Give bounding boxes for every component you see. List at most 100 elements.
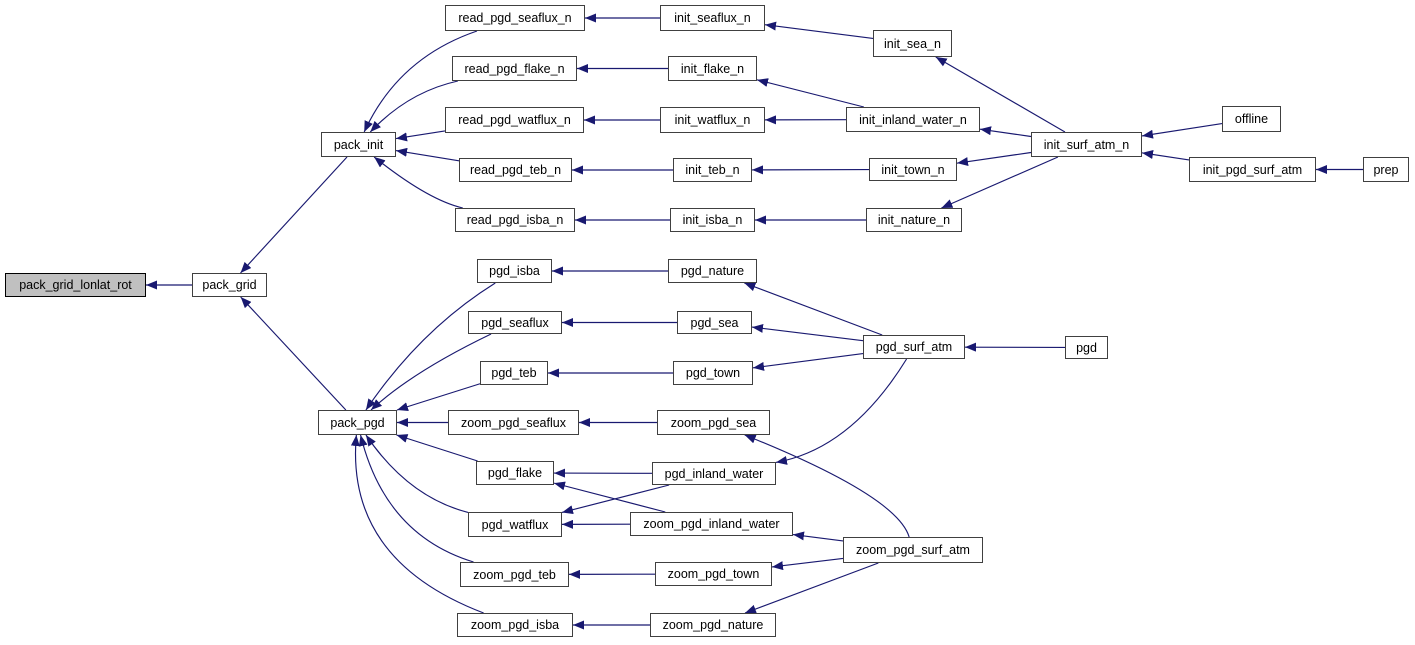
edge-pgd_surf_atm-pgd_inland_water [775, 358, 908, 465]
node-read_pgd_watflux_n[interactable]: read_pgd_watflux_n [445, 107, 584, 133]
node-init_town_n[interactable]: init_town_n [869, 158, 957, 181]
edge-pgd_surf_atm-pgd_town [752, 353, 864, 371]
node-pack_init[interactable]: pack_init [321, 132, 396, 157]
graph-node-label: pgd_teb [491, 366, 537, 380]
graph-node-label: pgd_sea [690, 315, 739, 330]
node-read_pgd_seaflux_n[interactable]: read_pgd_seaflux_n [445, 5, 585, 31]
edge-pgd_isba-pack_pgd [365, 282, 496, 411]
node-pack_grid[interactable]: pack_grid [192, 273, 267, 297]
edge-zoom_pgd_surf_atm-zoom_pgd_inland_water [792, 531, 844, 542]
graph-node-label: init_surf_atm_n [1043, 137, 1130, 152]
edge-pgd_flake-pack_pgd [396, 434, 478, 462]
node-pgd_watflux[interactable]: pgd_watflux [468, 512, 562, 537]
graph-node-label: init_watflux_n [674, 113, 751, 127]
graph-node-label: zoom_pgd_nature [662, 618, 764, 632]
graph-node-label: zoom_pgd_surf_atm [856, 543, 970, 557]
node-zoom_pgd_teb[interactable]: zoom_pgd_teb [460, 562, 569, 587]
node-zoom_pgd_isba[interactable]: zoom_pgd_isba [457, 613, 573, 637]
node-init_seaflux_n[interactable]: init_seaflux_n [660, 5, 765, 31]
edge-pgd_surf_atm-pgd_sea [751, 323, 864, 342]
node-pgd[interactable]: pgd [1065, 336, 1108, 359]
graph-node-label: zoom_pgd_seaflux [461, 415, 566, 430]
edge-pgd_watflux-pack_pgd [365, 434, 469, 513]
graph-node-label: pgd_flake [487, 466, 543, 480]
node-zoom_pgd_inland_water[interactable]: zoom_pgd_inland_water [630, 512, 793, 536]
node-pgd_sea[interactable]: pgd_sea [677, 311, 752, 334]
node-init_pgd_surf_atm[interactable]: init_pgd_surf_atm [1189, 157, 1316, 182]
edge-read_pgd_isba_n-pack_init [373, 156, 463, 209]
graph-node-label: pgd_watflux [481, 517, 549, 532]
node-prep[interactable]: prep [1363, 157, 1409, 182]
graph-node-label: prep [1373, 162, 1399, 177]
edge-pack_init-pack_grid [240, 156, 348, 274]
node-zoom_pgd_seaflux[interactable]: zoom_pgd_seaflux [448, 410, 579, 435]
node-init_isba_n[interactable]: init_isba_n [670, 208, 755, 232]
edge-init_inland_water_n-init_flake_n [756, 78, 864, 108]
graph-node-label: zoom_pgd_inland_water [643, 517, 780, 531]
graph-node-label: read_pgd_seaflux_n [458, 11, 572, 25]
graph-node-label: zoom_pgd_isba [470, 618, 560, 632]
graph-node-label: pgd_isba [489, 264, 540, 278]
node-pgd_town[interactable]: pgd_town [673, 361, 753, 385]
edge-zoom_pgd_surf_atm-zoom_pgd_town [771, 557, 844, 571]
node-offline[interactable]: offline [1222, 106, 1281, 132]
node-zoom_pgd_surf_atm[interactable]: zoom_pgd_surf_atm [843, 537, 983, 563]
node-pgd_seaflux[interactable]: pgd_seaflux [468, 311, 562, 334]
graph-node-label: read_pgd_flake_n [464, 61, 565, 76]
graph-node-label: offline [1234, 112, 1269, 126]
edge-zoom_pgd_inland_water-pgd_flake [553, 481, 666, 513]
node-pgd_teb[interactable]: pgd_teb [480, 361, 548, 385]
node-pack_pgd[interactable]: pack_pgd [318, 410, 397, 435]
graph-node-label: pack_grid [202, 278, 257, 292]
edge-pack_pgd-pack_grid [240, 296, 347, 411]
node-pgd_nature[interactable]: pgd_nature [668, 259, 757, 283]
graph-node-label: pack_grid_lonlat_rot [19, 278, 132, 292]
node-zoom_pgd_town[interactable]: zoom_pgd_town [655, 562, 772, 586]
node-init_sea_n[interactable]: init_sea_n [873, 30, 952, 57]
graph-node-label: init_isba_n [682, 213, 743, 227]
edge-init_surf_atm_n-init_nature_n [941, 156, 1059, 209]
edge-init_surf_atm_n-init_town_n [956, 151, 1032, 167]
node-init_watflux_n[interactable]: init_watflux_n [660, 107, 765, 133]
edge-init_pgd_surf_atm-init_surf_atm_n [1141, 150, 1190, 161]
graph-node-label: init_nature_n [877, 213, 951, 227]
graph-node-label: read_pgd_teb_n [469, 163, 562, 177]
graph-node-label: pgd_inland_water [664, 466, 764, 481]
node-init_inland_water_n[interactable]: init_inland_water_n [846, 107, 980, 132]
edge-read_pgd_watflux_n-pack_init [395, 130, 446, 142]
node-read_pgd_teb_n[interactable]: read_pgd_teb_n [459, 158, 572, 182]
graph-node-label: init_pgd_surf_atm [1202, 162, 1303, 177]
node-pgd_inland_water[interactable]: pgd_inland_water [652, 462, 776, 485]
node-pgd_surf_atm[interactable]: pgd_surf_atm [863, 335, 965, 359]
node-init_nature_n[interactable]: init_nature_n [866, 208, 962, 232]
node-zoom_pgd_sea[interactable]: zoom_pgd_sea [657, 410, 770, 435]
edge-pgd_inland_water-pgd_watflux [561, 484, 670, 515]
node-pgd_isba[interactable]: pgd_isba [477, 259, 552, 283]
graph-node-label: pack_init [333, 137, 384, 152]
graph-node-label: pgd_town [685, 366, 741, 380]
edge-pgd_seaflux-pack_pgd [370, 333, 492, 411]
node-read_pgd_isba_n[interactable]: read_pgd_isba_n [455, 208, 575, 232]
edge-pgd_teb-pack_pgd [396, 383, 481, 411]
graph-node-label: pgd [1076, 340, 1097, 355]
edge-init_surf_atm_n-init_inland_water_n [979, 126, 1032, 138]
graph-node-label: pgd_nature [680, 264, 745, 278]
node-init_flake_n[interactable]: init_flake_n [668, 56, 757, 81]
graph-node-label: zoom_pgd_teb [473, 567, 556, 582]
node-read_pgd_flake_n[interactable]: read_pgd_flake_n [452, 56, 577, 81]
edge-pgd_surf_atm-pgd_nature [744, 282, 883, 336]
graph-node-label: init_town_n [881, 162, 945, 177]
graph-node-label: init_teb_n [685, 163, 740, 177]
graph-node-label: read_pgd_watflux_n [458, 113, 571, 127]
node-pack_grid_lonlat_rot[interactable]: pack_grid_lonlat_rot [5, 273, 146, 297]
node-init_teb_n[interactable]: init_teb_n [673, 158, 752, 182]
graph-node-label: init_seaflux_n [674, 11, 751, 25]
graph-node-label: pgd_surf_atm [875, 340, 953, 354]
graph-node-label: zoom_pgd_sea [670, 415, 757, 430]
node-zoom_pgd_nature[interactable]: zoom_pgd_nature [650, 613, 776, 637]
graph-node-label: pack_pgd [330, 415, 385, 430]
graph-node-label: zoom_pgd_town [667, 567, 760, 581]
node-pgd_flake[interactable]: pgd_flake [476, 461, 554, 485]
node-init_surf_atm_n[interactable]: init_surf_atm_n [1031, 132, 1142, 157]
